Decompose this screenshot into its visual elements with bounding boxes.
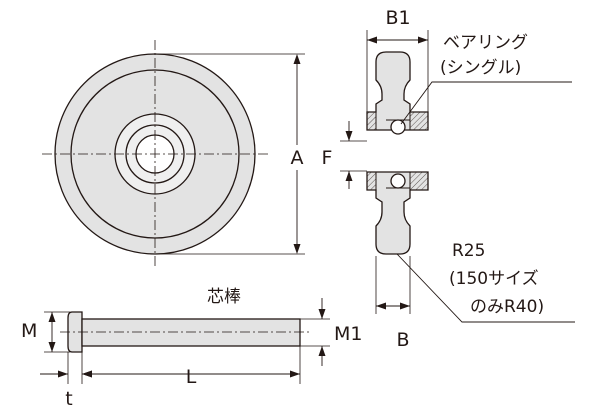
label-b: B — [396, 329, 409, 351]
dimension-l: L — [81, 346, 301, 388]
wheel-side-view-bottom — [366, 171, 429, 255]
label-a: A — [291, 147, 304, 169]
radius-label-line1: R25 — [452, 241, 485, 261]
bearing-label-line1: ベアリング — [443, 33, 528, 53]
wheel-front-view — [42, 40, 270, 268]
wheel-side-view-top — [366, 51, 429, 135]
shaft-title: 芯棒 — [207, 287, 241, 307]
dimension-f: F — [322, 121, 367, 189]
shaft-view: 芯棒 — [60, 287, 312, 353]
dimension-a: A — [155, 53, 305, 255]
bearing-ball-bottom — [390, 173, 406, 189]
dimension-b1: B1 — [366, 7, 429, 112]
label-b1: B1 — [385, 7, 410, 29]
label-l: L — [186, 366, 197, 388]
dimension-t: t — [40, 352, 92, 410]
label-m1: M1 — [334, 323, 362, 345]
dimension-m: M — [21, 311, 70, 353]
label-f: F — [322, 147, 333, 169]
radius-label-line2: (150サイズ — [449, 269, 539, 289]
bearing-callout: ベアリング (シングル) — [400, 33, 572, 125]
dimension-m1: M1 — [300, 298, 362, 366]
radius-label-line3: のみR40) — [470, 297, 544, 317]
radius-callout: R25 (150サイズ のみR40) — [396, 241, 575, 323]
label-m: M — [21, 320, 37, 342]
bearing-label-line2: (シングル) — [440, 58, 521, 78]
dimension-b: B — [375, 256, 411, 351]
label-t: t — [65, 388, 72, 410]
